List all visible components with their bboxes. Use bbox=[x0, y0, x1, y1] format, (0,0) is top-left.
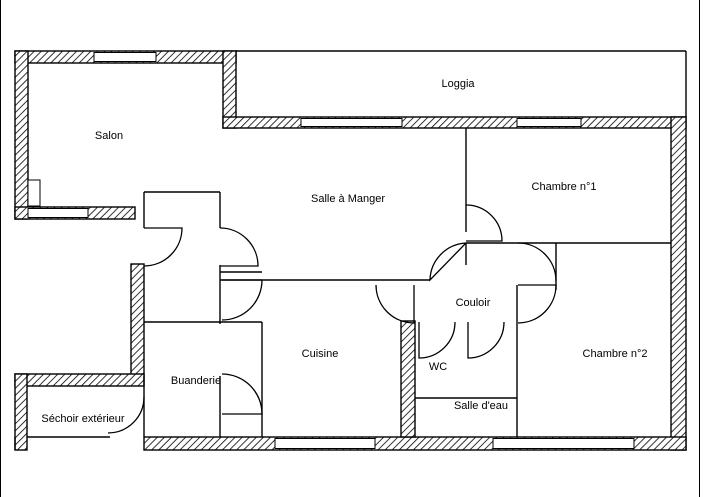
outer-walls bbox=[14, 50, 687, 451]
label-loggia: Loggia bbox=[441, 78, 475, 90]
room-labels: Loggia Salon Salle à Manger Chambre n°1 … bbox=[41, 78, 647, 425]
wall-sechoir-left bbox=[14, 373, 28, 451]
label-buanderie: Buanderie bbox=[171, 375, 221, 387]
wall-salon-left bbox=[14, 50, 29, 220]
label-couloir: Couloir bbox=[456, 297, 491, 309]
label-sechoir: Séchoir extérieur bbox=[41, 413, 124, 425]
interior-walls bbox=[27, 128, 671, 438]
label-salon: Salon bbox=[95, 130, 123, 142]
label-wc: WC bbox=[429, 361, 447, 373]
windows bbox=[27, 52, 635, 449]
label-salle-d-eau: Salle d'eau bbox=[454, 400, 508, 412]
wall-loggia-bottom bbox=[222, 116, 687, 129]
loggia-outline bbox=[14, 50, 687, 450]
label-salle-a-manger: Salle à Manger bbox=[311, 193, 385, 205]
wall-wc-left bbox=[400, 320, 416, 438]
door-swings bbox=[107, 204, 557, 434]
label-cuisine: Cuisine bbox=[302, 348, 339, 360]
wall-right bbox=[670, 116, 687, 451]
wall-left-middle bbox=[130, 263, 145, 377]
label-chambre-1: Chambre n°1 bbox=[532, 181, 597, 193]
label-chambre-2: Chambre n°2 bbox=[583, 348, 648, 360]
wall-sechoir-top bbox=[14, 373, 145, 387]
